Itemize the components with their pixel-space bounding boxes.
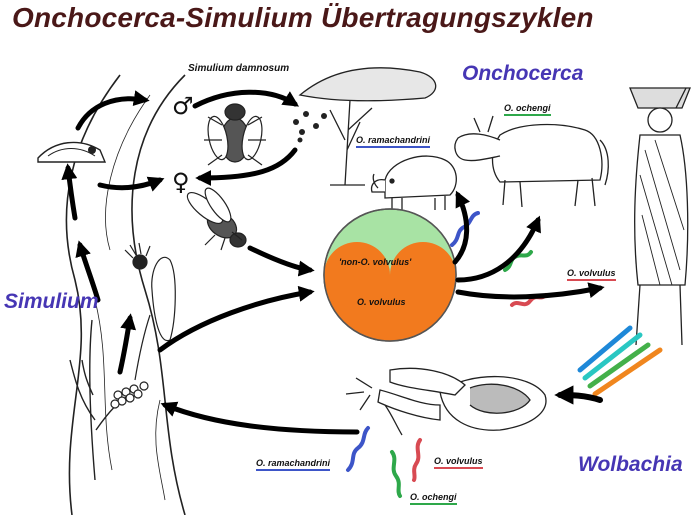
fly-female-icon [186,187,247,251]
label-simulium-damnosum: Simulium damnosum [188,63,290,74]
fly-male-icon [204,103,266,166]
page-title: Onchocerca-Simulium Übertragungszyklen [12,2,594,33]
pupa-icon [110,242,176,409]
river-stream-icon [65,74,186,515]
label-o-ramachandrini-bottom: O. ramachandrini [256,458,331,471]
label-o-volvulus-right: O. volvulus [567,268,616,281]
microfilaria-worm-icon [346,211,548,498]
larva-cluster-icon [37,141,107,163]
label-onchocerca: Onchocerca [462,62,584,85]
fly-swarm-icon [293,111,327,143]
label-non-o-volvulus: 'non-O. volvulus' [339,257,412,267]
female-symbol: ♀ [172,168,190,196]
warthog-icon [370,155,457,210]
label-o-ramachandrini-top: O. ramachandrini [356,135,431,148]
label-wolbachia: Wolbachia [578,453,683,476]
label-o-volvulus-center: O. volvulus [357,297,406,307]
label-o-ochengi-bottom: O. ochengi [410,492,457,505]
dissected-fly-icon [345,367,547,436]
acacia-tree-icon [298,67,437,186]
label-simulium: Simulium [4,290,99,313]
wolbachia-rays-icon [577,325,663,397]
label-o-ochengi-top: O. ochengi [504,103,551,116]
cycle-arrows [61,89,605,435]
label-o-volvulus-bottom: O. volvulus [434,456,483,469]
yin-yang-symbol [323,208,457,342]
male-symbol: ♂ [172,92,194,120]
zebu-cattle-icon [454,115,609,208]
woman-carrying-basket-icon [629,87,691,346]
